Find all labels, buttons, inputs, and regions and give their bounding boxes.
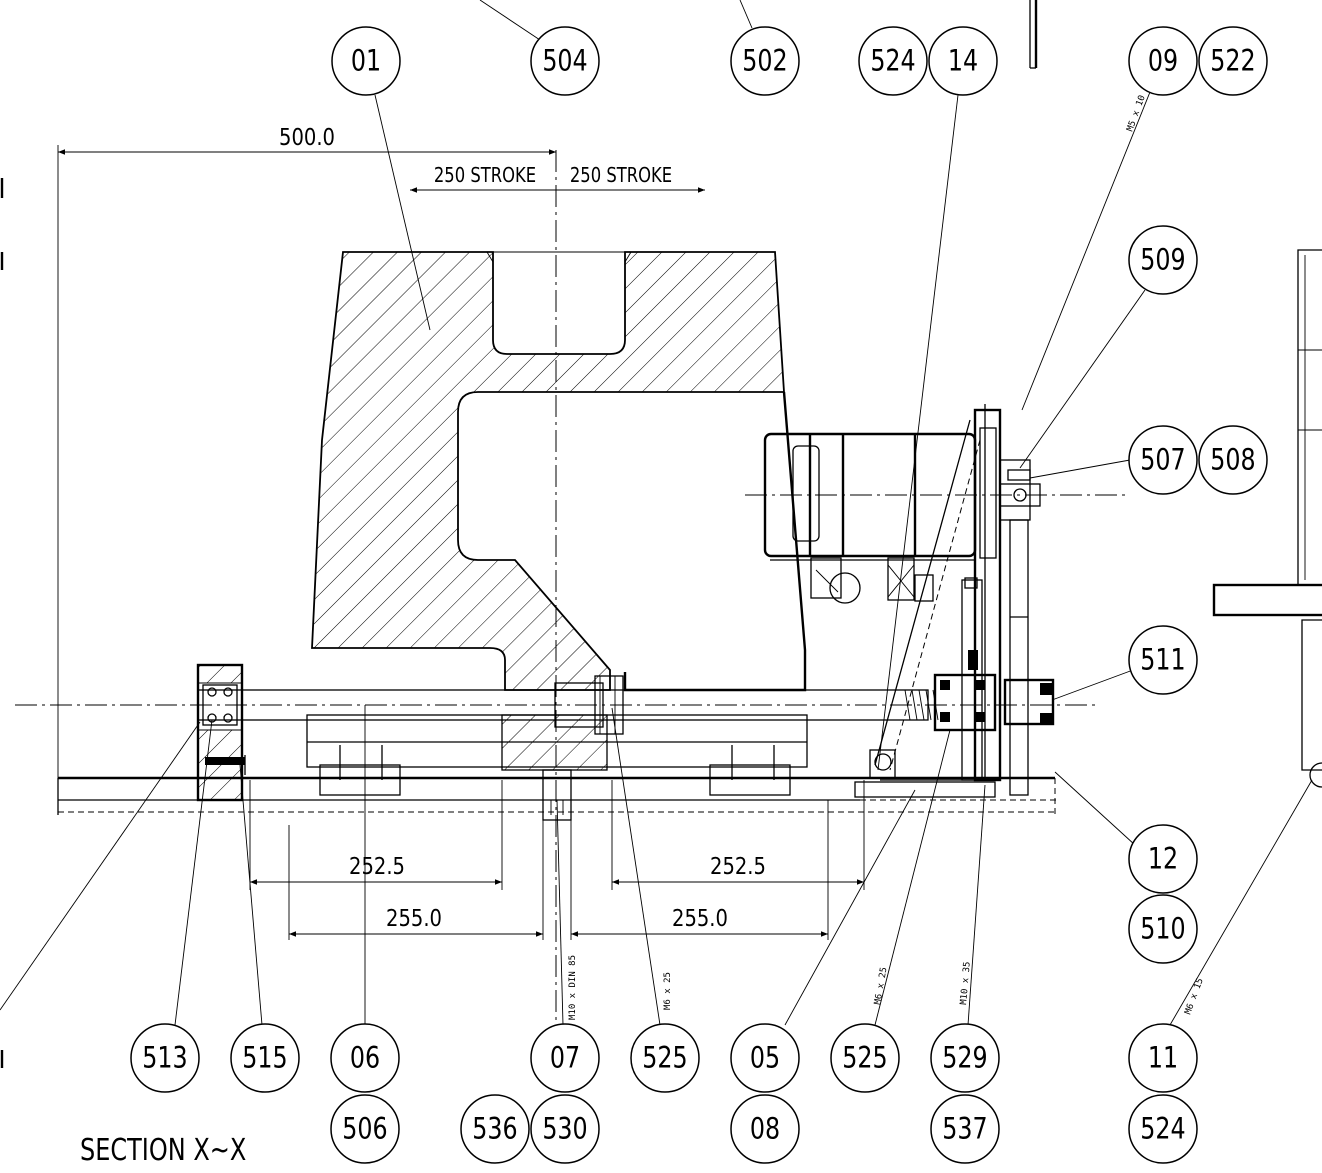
leader-lines [0, 0, 1313, 1026]
balloon-502: 502 [742, 44, 787, 78]
dim-overall: 500.0 [279, 125, 335, 152]
balloon-509: 509 [1140, 243, 1185, 277]
balloon-12: 12 [1148, 842, 1178, 876]
note-m10x35: M10 x 35 [959, 961, 973, 1005]
balloon-537: 537 [942, 1112, 987, 1146]
balloon-524-bottom: 524 [1140, 1112, 1185, 1146]
balloon-01: 01 [351, 44, 381, 78]
part-balloons: 01 504 502 524 14 09 522 509 507 508 511… [130, 26, 1268, 1164]
motor-bracket [854, 404, 1055, 798]
note-din: M10 x DIN 85 [568, 955, 578, 1020]
balloon-515: 515 [242, 1041, 287, 1075]
balloon-529: 529 [942, 1041, 987, 1075]
dim-left-a: 252.5 [349, 854, 405, 881]
dim-right-b: 255.0 [672, 906, 728, 933]
servo-motor [763, 432, 977, 604]
dim-left-b: 255.0 [386, 906, 442, 933]
press-frame [306, 251, 808, 821]
balloon-504: 504 [542, 44, 587, 78]
balloon-07: 07 [550, 1041, 580, 1075]
balloon-11: 11 [1148, 1041, 1178, 1075]
balloon-510: 510 [1140, 912, 1185, 946]
balloon-525-a: 525 [642, 1041, 687, 1075]
left-bearing-block [196, 663, 246, 802]
note-m6x25-a: M6 x 25 [663, 972, 673, 1010]
balloon-506: 506 [342, 1112, 387, 1146]
balloon-507: 507 [1140, 443, 1185, 477]
balloon-511: 511 [1140, 643, 1185, 677]
dim-stroke-right: 250 STROKE [570, 165, 672, 188]
balloon-08: 08 [750, 1112, 780, 1146]
dim-stroke-left: 250 STROKE [434, 165, 536, 188]
balloon-14: 14 [948, 44, 978, 78]
balloon-05: 05 [750, 1041, 780, 1075]
balloon-522: 522 [1210, 44, 1255, 78]
dimension-lines: 500.0 250 STROKE 250 STROKE 252.5 255.0 … [57, 125, 865, 940]
balloon-513: 513 [142, 1041, 187, 1075]
balloon-06: 06 [350, 1041, 380, 1075]
adjacent-machine [1029, 0, 1322, 788]
balloon-524-top: 524 [870, 44, 915, 78]
note-m5x10: M5 x 10 [1125, 94, 1147, 133]
dim-right-a: 252.5 [710, 854, 766, 881]
balloon-525-b: 525 [842, 1041, 887, 1075]
center-lines [15, 150, 1125, 1020]
balloon-536: 536 [472, 1112, 517, 1146]
balloon-508: 508 [1210, 443, 1255, 477]
balloon-09: 09 [1148, 44, 1178, 78]
balloon-530: 530 [542, 1112, 587, 1146]
section-title: SECTION X~X [80, 1133, 246, 1167]
